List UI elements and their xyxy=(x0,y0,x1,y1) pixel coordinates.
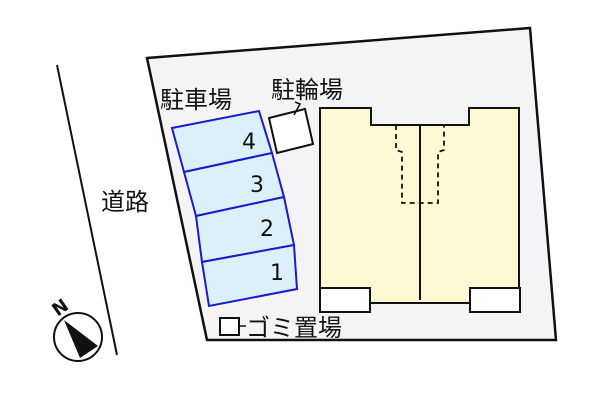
bicycle-parking-leader xyxy=(293,101,302,116)
building xyxy=(319,107,521,313)
garbage-label: ゴミ置場 xyxy=(246,314,342,342)
bicycle-parking-label: 駐輪場 xyxy=(271,76,343,104)
compass-arrow-icon xyxy=(64,320,98,358)
parking-area xyxy=(170,109,299,308)
parking-space-1 xyxy=(200,243,299,308)
bicycle-parking-box xyxy=(267,107,315,155)
parking-number-1: 1 xyxy=(270,261,284,286)
north-compass xyxy=(53,312,103,362)
parking-label: 駐車場 xyxy=(160,86,232,114)
garbage-box xyxy=(219,317,240,336)
road-line xyxy=(56,64,118,356)
parking-number-4: 4 xyxy=(242,130,256,155)
road-label: 道路 xyxy=(101,188,149,216)
porch-right xyxy=(469,287,521,313)
parking-number-2: 2 xyxy=(260,217,274,242)
stair-outline-dashed xyxy=(395,125,445,204)
parking-number-3: 3 xyxy=(250,173,264,198)
porch-left xyxy=(319,287,371,313)
